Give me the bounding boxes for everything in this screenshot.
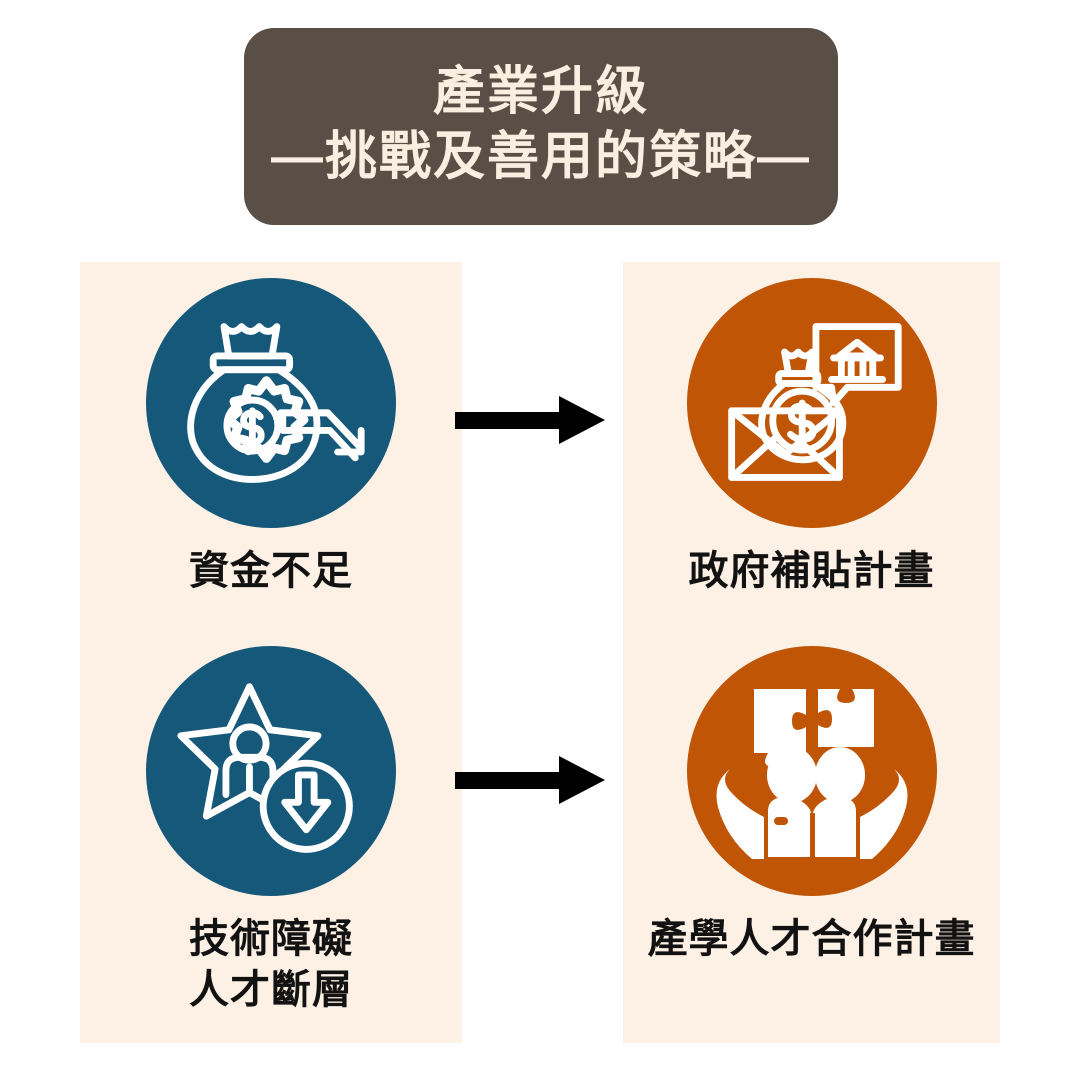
money-bag-gear-down-arrow-icon xyxy=(146,278,396,528)
envelope-money-bank-icon xyxy=(686,278,937,528)
challenge-funding-label: 資金不足 xyxy=(189,549,353,593)
arrow-right-icon-talent xyxy=(455,750,615,810)
solution-academia-label: 產學人才合作計畫 xyxy=(647,917,976,961)
title-line-2: —挑戰及善用的策略— xyxy=(270,127,811,186)
star-person-down-arrow-icon xyxy=(146,646,396,896)
challenge-talent-cell: 技術障礙 人才斷層 xyxy=(80,646,462,1016)
hands-people-puzzle-icon xyxy=(686,646,937,896)
solution-subsidy-cell: 政府補貼計畫 xyxy=(623,278,1000,597)
title-line-1: 產業升級 xyxy=(432,63,649,122)
challenge-funding-cell: 資金不足 xyxy=(80,278,462,597)
solution-subsidy-label: 政府補貼計畫 xyxy=(688,549,935,593)
arrow-right-icon-funding xyxy=(455,390,615,450)
solution-academia-cell: 產學人才合作計畫 xyxy=(623,646,1000,965)
challenge-talent-label: 技術障礙 人才斷層 xyxy=(189,917,353,1013)
title-banner: 產業升級 —挑戰及善用的策略— xyxy=(244,28,838,225)
